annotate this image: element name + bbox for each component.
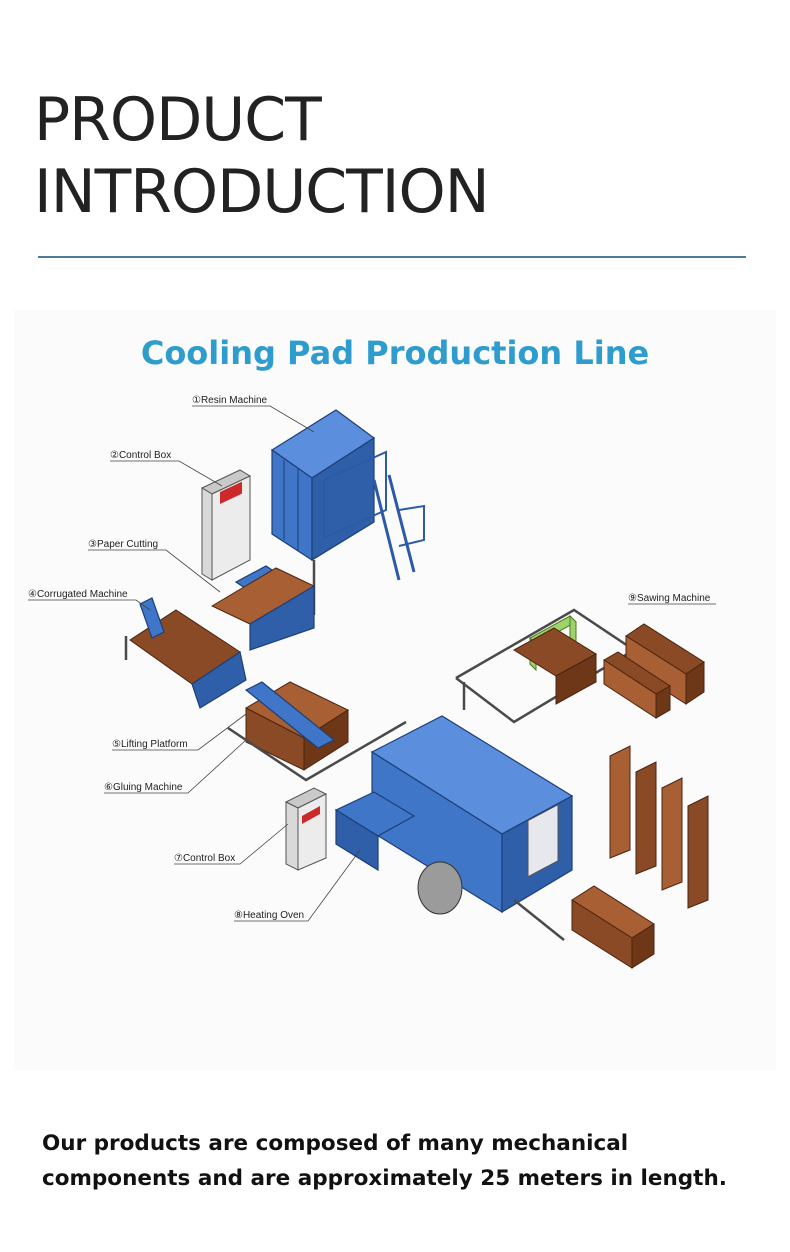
control-box-1 (200, 469, 252, 581)
title-line-1: PRODUCT (34, 85, 322, 155)
label-control-box-1: ②Control Box (110, 450, 171, 461)
page-title: PRODUCT INTRODUCTION (34, 84, 490, 228)
label-paper-cutting: ③Paper Cutting (88, 539, 158, 550)
callout-labels: ①Resin Machine ②Control Box ③Paper Cutti… (28, 395, 716, 922)
divider (38, 256, 746, 258)
label-heating-oven: ⑧Heating Oven (234, 910, 304, 921)
resin-machine (270, 409, 425, 615)
heating-oven (334, 715, 574, 941)
paper-cutting (210, 565, 316, 651)
gluing-machine (227, 681, 407, 782)
label-corrugated-machine: ④Corrugated Machine (28, 589, 128, 600)
caption-text: Our products are composed of many mechan… (42, 1131, 727, 1191)
label-control-box-2: ⑦Control Box (174, 853, 235, 864)
finished-pads (571, 623, 709, 969)
diagram-title: Cooling Pad Production Line (141, 334, 649, 372)
label-gluing-machine: ⑥Gluing Machine (104, 782, 183, 793)
label-resin-machine: ①Resin Machine (192, 395, 268, 406)
title-line-2: INTRODUCTION (34, 157, 490, 227)
diagram-svg: Cooling Pad Production Line (14, 310, 776, 1070)
control-box-2 (284, 787, 328, 871)
production-line-diagram: Cooling Pad Production Line (14, 310, 776, 1070)
label-sawing-machine: ⑨Sawing Machine (628, 593, 711, 604)
corrugated-machine (124, 597, 247, 709)
sawing-machine (455, 608, 637, 724)
label-lifting-platform: ⑤Lifting Platform (112, 739, 188, 750)
